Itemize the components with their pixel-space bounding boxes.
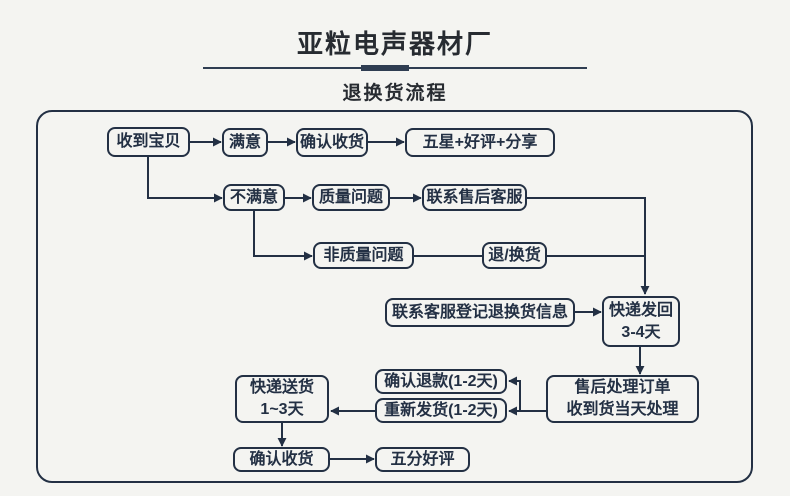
flow-node-reship: 重新发货(1-2天) [375, 398, 507, 423]
flow-node-satisfied: 满意 [222, 128, 268, 157]
flow-node-contact-after-sales: 联系售后客服 [422, 184, 527, 211]
flow-node-non-quality-issue: 非质量问题 [313, 242, 414, 269]
flow-node-five-point-praise: 五分好评 [375, 447, 470, 472]
flow-node-five-star: 五星+好评+分享 [405, 128, 555, 157]
divider-accent-bar [361, 65, 409, 71]
flow-node-receive: 收到宝贝 [107, 127, 190, 157]
flow-node-label: 五星+好评+分享 [422, 133, 538, 151]
flow-node-label: 收到宝贝 [116, 133, 181, 150]
flow-node-courier-delivery: 快递送货 1~3天 [235, 375, 329, 423]
flow-node-label: 质量问题 [318, 188, 383, 206]
title-divider [203, 65, 587, 71]
flow-node-label: 确认收货 [299, 133, 364, 151]
flow-node-label: 快递发回 [608, 301, 673, 319]
page-subtitle: 退换货流程 [342, 83, 448, 104]
flow-node-register-info: 联系客服登记退换货信息 [385, 298, 575, 327]
flow-node-label: 售后处理订单 [574, 379, 671, 396]
flow-node-confirm-receipt-top: 确认收货 [296, 128, 368, 157]
flow-node-confirm-refund: 确认退款(1-2天) [375, 369, 507, 394]
flow-node-label: 满意 [228, 133, 261, 151]
flow-node-label: 五分好评 [390, 450, 455, 468]
flow-node-label: 1~3天 [260, 401, 304, 418]
flow-node-label: 重新发货(1-2天) [384, 401, 498, 419]
flow-node-label: 不满意 [229, 188, 278, 206]
flow-node-label: 退/换货 [488, 246, 541, 264]
flow-node-return-exchange: 退/换货 [482, 242, 547, 269]
flow-node-label: 确认退款(1-2天) [384, 372, 498, 390]
page-title: 亚粒电声器材厂 [296, 29, 493, 59]
flow-node-label: 非质量问题 [323, 246, 404, 264]
flowchart-frame [36, 110, 753, 483]
flow-node-unsatisfied: 不满意 [223, 184, 285, 211]
flow-node-confirm-receipt-bottom: 确认收货 [233, 447, 330, 472]
flow-node-label: 联系客服登记退换货信息 [391, 303, 568, 321]
flow-node-quality-issue: 质量问题 [312, 184, 390, 211]
flow-node-label: 确认收货 [249, 450, 314, 468]
flow-node-courier-send-back: 快递发回 3-4天 [602, 296, 680, 347]
flow-node-label: 联系售后客服 [426, 188, 523, 206]
flow-node-label: 收到货当天处理 [566, 401, 679, 418]
flow-node-label: 快递送货 [249, 379, 314, 396]
flow-node-after-sales-process: 售后处理订单 收到货当天处理 [546, 375, 699, 423]
flow-node-label: 3-4天 [621, 323, 661, 341]
